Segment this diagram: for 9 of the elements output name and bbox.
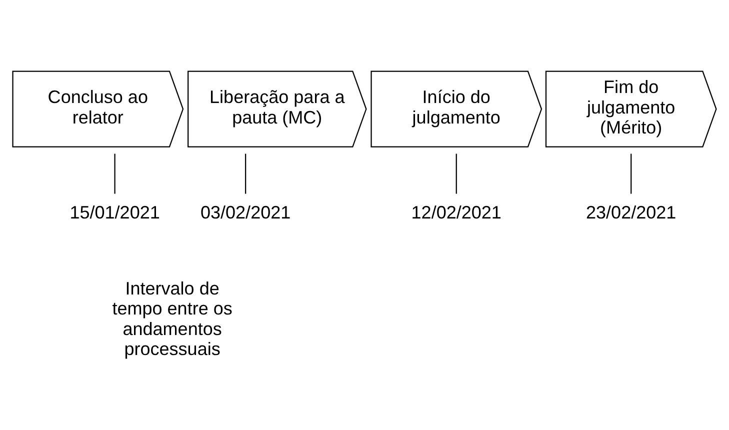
connector: [456, 154, 457, 194]
node-text: 23/02/2021: [586, 202, 676, 223]
connector: [245, 154, 246, 194]
node-text: 12/02/2021: [411, 202, 502, 223]
label: Intervalo de tempo entre os andamentos processuais: [112, 278, 232, 360]
connector: [630, 154, 632, 194]
node-text: 03/02/2021: [200, 202, 291, 223]
connector: [114, 154, 116, 194]
node-text: 15/01/2021: [70, 202, 160, 223]
